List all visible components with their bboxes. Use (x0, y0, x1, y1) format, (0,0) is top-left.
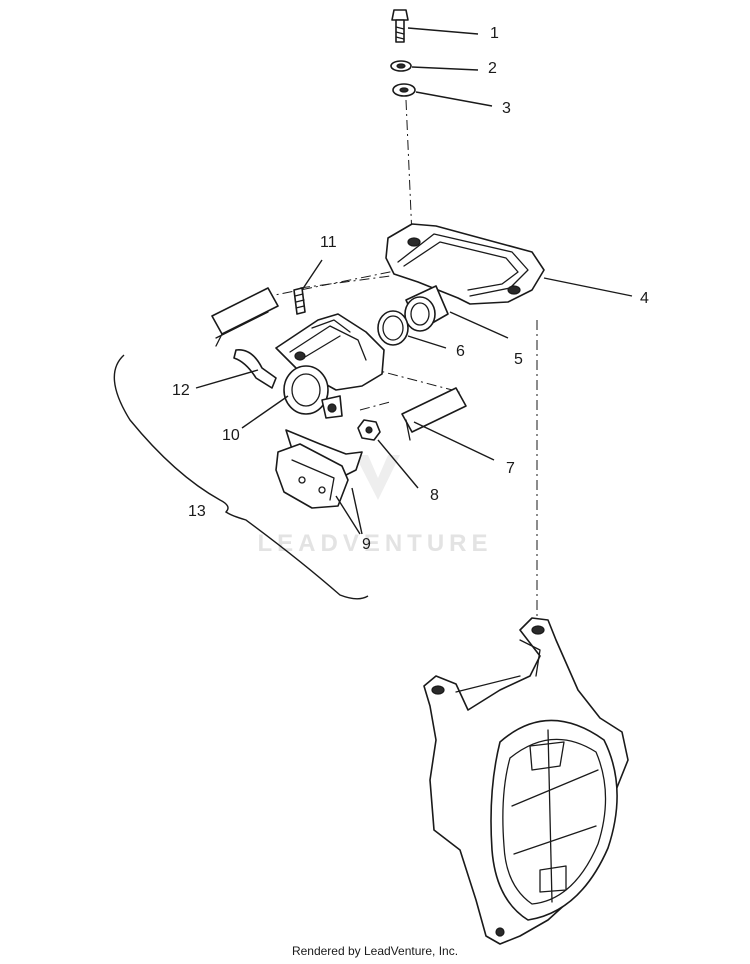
flat-washer (392, 83, 416, 97)
callout-5: 5 (514, 351, 523, 368)
callout-9: 9 (362, 536, 371, 553)
piston-seal (377, 310, 409, 346)
footer-credit: Rendered by LeadVenture, Inc. (291, 944, 459, 958)
callout-4: 4 (640, 290, 649, 307)
callout-10: 10 (222, 427, 240, 444)
callout-8: 8 (430, 487, 439, 504)
center-lines (249, 99, 538, 625)
pad-shim-upper (211, 287, 279, 347)
bolt (391, 9, 409, 43)
caliper-body (275, 313, 385, 419)
caliper-bracket (385, 223, 545, 305)
bleeder-screw (293, 287, 306, 315)
callout-11: 11 (320, 234, 337, 251)
callouts: 1 2 3 4 5 6 7 8 9 10 11 12 13 (172, 25, 649, 553)
callout-13: 13 (188, 503, 206, 520)
assembly-bracket (113, 354, 369, 600)
pad-shim-lower (401, 387, 467, 441)
brake-pads (275, 429, 363, 509)
watermark-logo: LEADVENTURE (257, 455, 492, 557)
callout-2: 2 (488, 60, 497, 77)
callout-6: 6 (456, 343, 465, 360)
nut (357, 419, 381, 441)
leader-lines (195, 27, 633, 535)
piston (404, 285, 449, 332)
lock-washer (390, 60, 412, 72)
callout-12: 12 (172, 382, 190, 399)
callout-3: 3 (502, 100, 511, 117)
brake-housing (423, 617, 629, 945)
callout-7: 7 (506, 460, 515, 477)
watermark-text: LEADVENTURE (257, 530, 492, 557)
brake-line (233, 349, 277, 389)
callout-1: 1 (490, 25, 499, 42)
